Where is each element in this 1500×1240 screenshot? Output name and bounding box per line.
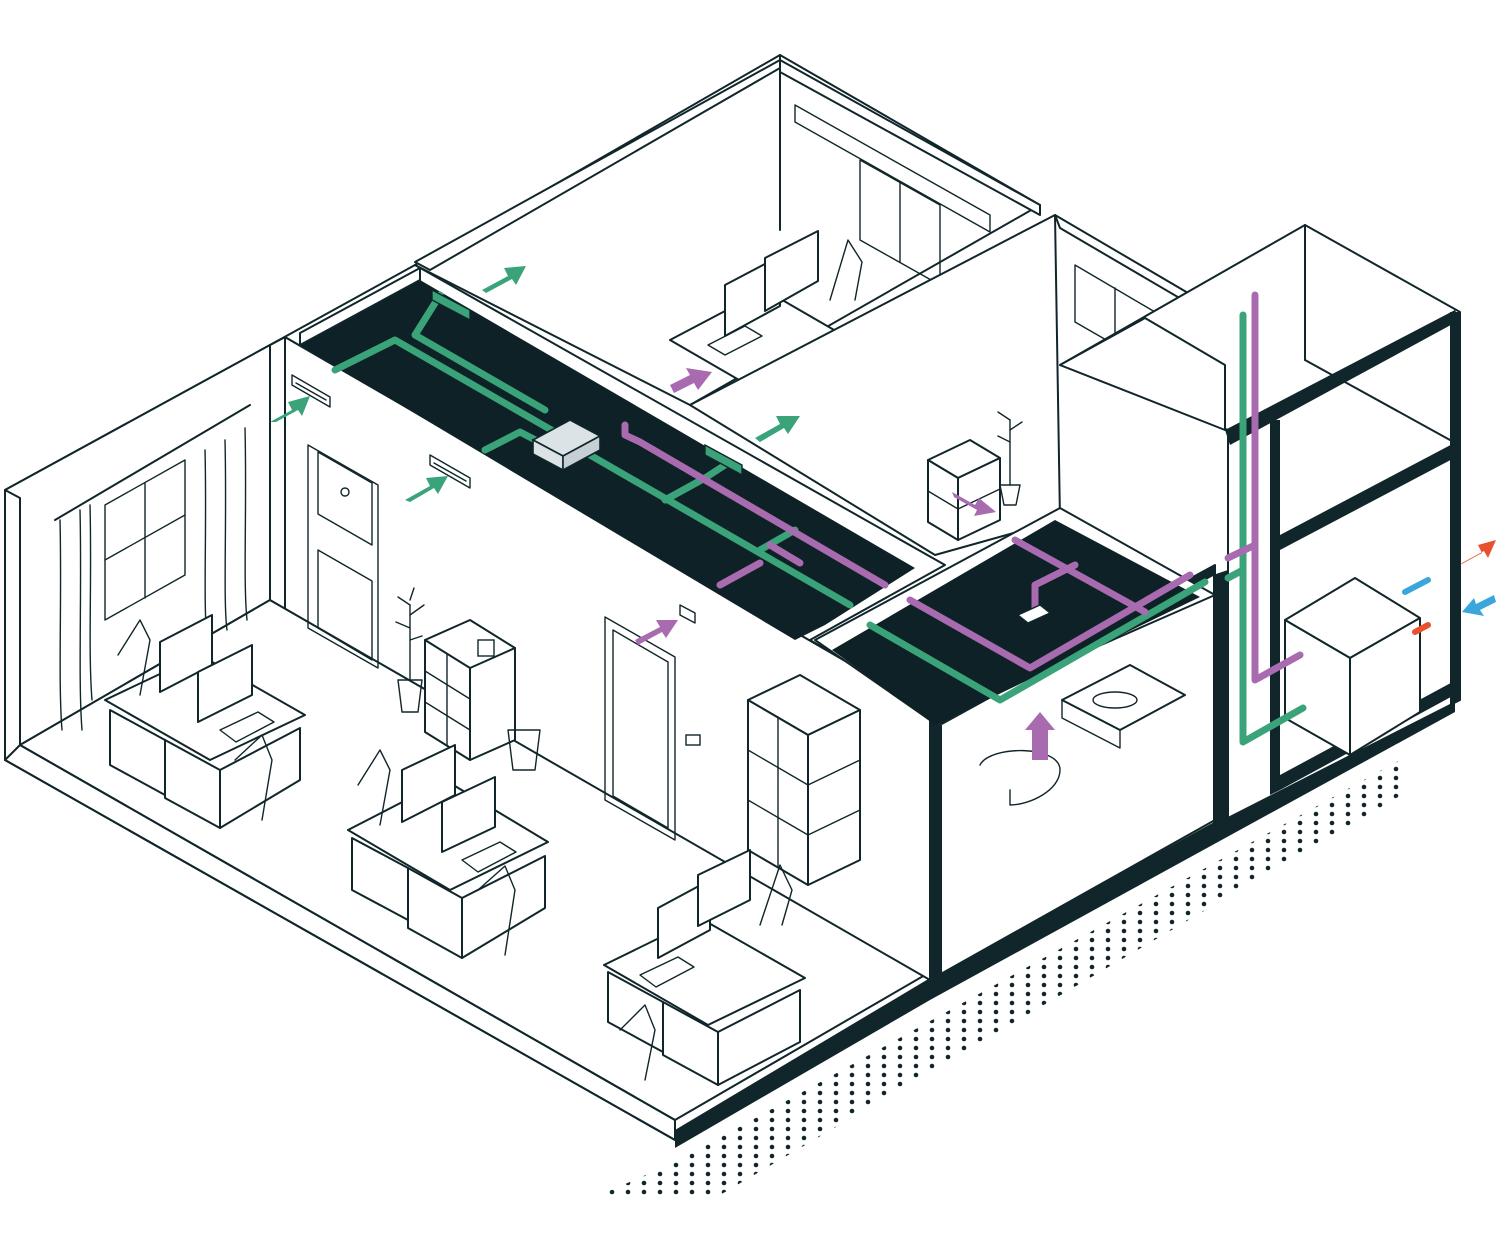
extract-arrow-middle xyxy=(952,492,996,516)
supply-arrow-back-room xyxy=(482,266,526,293)
desk-cluster-3 xyxy=(603,849,806,1086)
intake-air-arrow xyxy=(1462,595,1496,616)
wall-grille-1 xyxy=(291,374,331,408)
desk-cluster-2 xyxy=(347,744,549,959)
bathroom-room xyxy=(814,507,1228,985)
outdoor-air-arrows xyxy=(1402,540,1496,635)
supply-air-ducts xyxy=(331,291,1307,746)
extract-arrow-office xyxy=(635,620,678,645)
supply-arrow-office xyxy=(405,476,448,502)
storage-cabinet xyxy=(424,619,541,771)
utility-shaft xyxy=(1059,224,1461,819)
wall-grille-2 xyxy=(429,454,471,489)
supply-diffuser-1 xyxy=(431,288,471,322)
extract-valve xyxy=(1016,604,1052,624)
ventilation-unit xyxy=(531,419,602,472)
exhaust-air-arrow xyxy=(1460,540,1496,565)
office-window xyxy=(54,404,251,731)
supply-diffuser-2 xyxy=(704,443,743,477)
office-door-right xyxy=(604,616,701,841)
shelving-cubes xyxy=(747,674,861,886)
supply-arrow-middle-room xyxy=(755,416,800,442)
supply-arrows xyxy=(270,266,800,502)
extract-arrow-bathroom xyxy=(1025,712,1055,760)
back-office-room xyxy=(414,54,1041,406)
extract-arrows xyxy=(635,368,1055,760)
desk-cluster-1 xyxy=(104,614,306,829)
potted-plant-icon xyxy=(395,587,425,713)
supply-arrow-left-wall xyxy=(270,396,310,422)
wall-grille-3 xyxy=(679,604,696,624)
office-door-left xyxy=(307,444,379,669)
extract-air-ducts xyxy=(621,291,1304,684)
extract-arrow-back-room xyxy=(670,368,712,393)
ground-shadow xyxy=(600,760,1410,1195)
